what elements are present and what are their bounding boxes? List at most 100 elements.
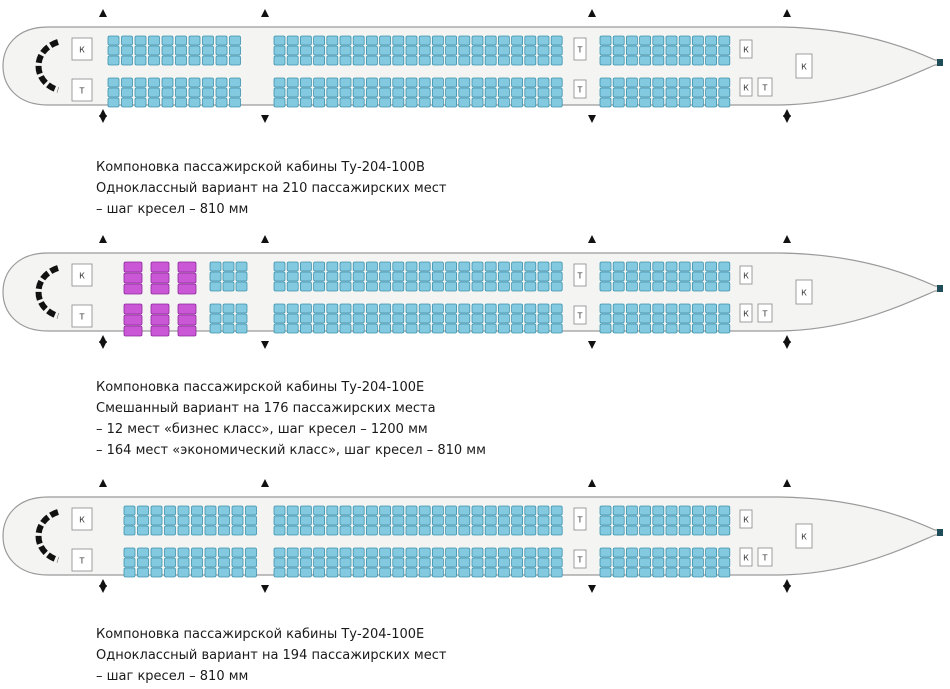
business-seat	[123, 272, 143, 284]
economy-seat	[231, 505, 244, 516]
economy-seat	[718, 87, 731, 98]
economy-seat	[379, 281, 392, 292]
economy-seat	[299, 323, 312, 334]
economy-seat	[273, 515, 286, 526]
business-seat	[150, 314, 170, 326]
economy-seat	[188, 77, 201, 88]
economy-seat	[705, 515, 717, 526]
economy-seat	[235, 323, 248, 334]
economy-seat	[445, 35, 458, 46]
economy-seat	[705, 303, 717, 314]
economy-seat	[148, 45, 160, 56]
economy-seat	[161, 35, 174, 46]
economy-seat	[339, 505, 352, 516]
economy-seat	[431, 35, 444, 46]
economy-seat	[524, 525, 537, 536]
economy-seat	[431, 87, 444, 98]
economy-seat	[497, 515, 510, 526]
economy-seat	[202, 45, 214, 56]
economy-seat	[511, 303, 524, 314]
economy-seat	[326, 515, 339, 526]
economy-seat	[639, 97, 651, 108]
economy-seat	[352, 547, 365, 558]
economy-seat	[229, 35, 241, 46]
economy-seat	[511, 261, 524, 272]
economy-seat	[204, 557, 217, 568]
economy-seat	[352, 45, 365, 56]
economy-seat	[215, 35, 228, 46]
economy-seat	[639, 45, 651, 56]
economy-seat	[352, 557, 365, 568]
economy-seat	[550, 515, 563, 526]
galley-label: К	[801, 63, 807, 72]
economy-seat	[626, 97, 638, 108]
economy-seat	[718, 261, 731, 272]
exit-arrow-icon	[783, 109, 791, 117]
economy-seat	[626, 303, 638, 314]
economy-seat	[550, 303, 563, 314]
economy-seat	[134, 55, 147, 66]
economy-seat	[484, 323, 497, 334]
economy-seat	[313, 303, 326, 314]
economy-seat	[537, 281, 550, 292]
economy-seat	[458, 323, 471, 334]
economy-seat	[286, 281, 299, 292]
business-seat	[150, 283, 170, 295]
economy-seat	[484, 77, 497, 88]
economy-seat	[405, 87, 418, 98]
economy-seat	[511, 271, 524, 282]
economy-seat	[313, 547, 326, 558]
economy-seat	[652, 525, 665, 536]
economy-seat	[273, 505, 286, 516]
economy-seat	[352, 55, 365, 66]
economy-seat	[471, 547, 484, 558]
economy-seat	[299, 567, 312, 578]
economy-seat	[484, 87, 497, 98]
economy-seat	[692, 45, 704, 56]
economy-seat	[550, 87, 563, 98]
economy-seat	[405, 77, 418, 88]
economy-seat	[405, 323, 418, 334]
economy-seat	[599, 261, 612, 272]
economy-seat	[652, 323, 665, 334]
economy-seat	[148, 77, 160, 88]
economy-seat	[379, 557, 392, 568]
economy-seat	[392, 505, 405, 516]
economy-seat	[639, 323, 651, 334]
economy-seat	[626, 77, 638, 88]
galley	[739, 303, 753, 323]
economy-seat	[137, 525, 149, 536]
economy-seat	[612, 261, 625, 272]
economy-seat	[612, 87, 625, 98]
economy-seat	[134, 77, 147, 88]
toilet	[573, 263, 587, 287]
economy-seat	[191, 547, 203, 558]
economy-seat	[678, 45, 691, 56]
economy-seat	[599, 77, 612, 88]
economy-seat	[652, 261, 665, 272]
toilet	[71, 78, 93, 102]
economy-seat	[612, 515, 625, 526]
economy-seat	[379, 271, 392, 282]
economy-seat	[175, 77, 187, 88]
economy-seat	[524, 547, 537, 558]
economy-seat	[537, 557, 550, 568]
economy-seat	[524, 323, 537, 334]
economy-seat	[137, 515, 149, 526]
economy-seat	[209, 261, 222, 272]
economy-seat	[537, 87, 550, 98]
economy-seat	[511, 45, 524, 56]
economy-seat	[164, 525, 176, 536]
economy-seat	[431, 77, 444, 88]
economy-seat	[379, 525, 392, 536]
economy-seat	[352, 313, 365, 324]
economy-seat	[537, 45, 550, 56]
economy-seat	[678, 525, 691, 536]
economy-seat	[665, 261, 678, 272]
economy-seat	[678, 261, 691, 272]
economy-seat	[431, 525, 444, 536]
economy-seat	[392, 515, 405, 526]
economy-seat	[639, 261, 651, 272]
layout-caption-2: Компоновка пассажирской кабины Ту-204-10…	[96, 377, 486, 461]
